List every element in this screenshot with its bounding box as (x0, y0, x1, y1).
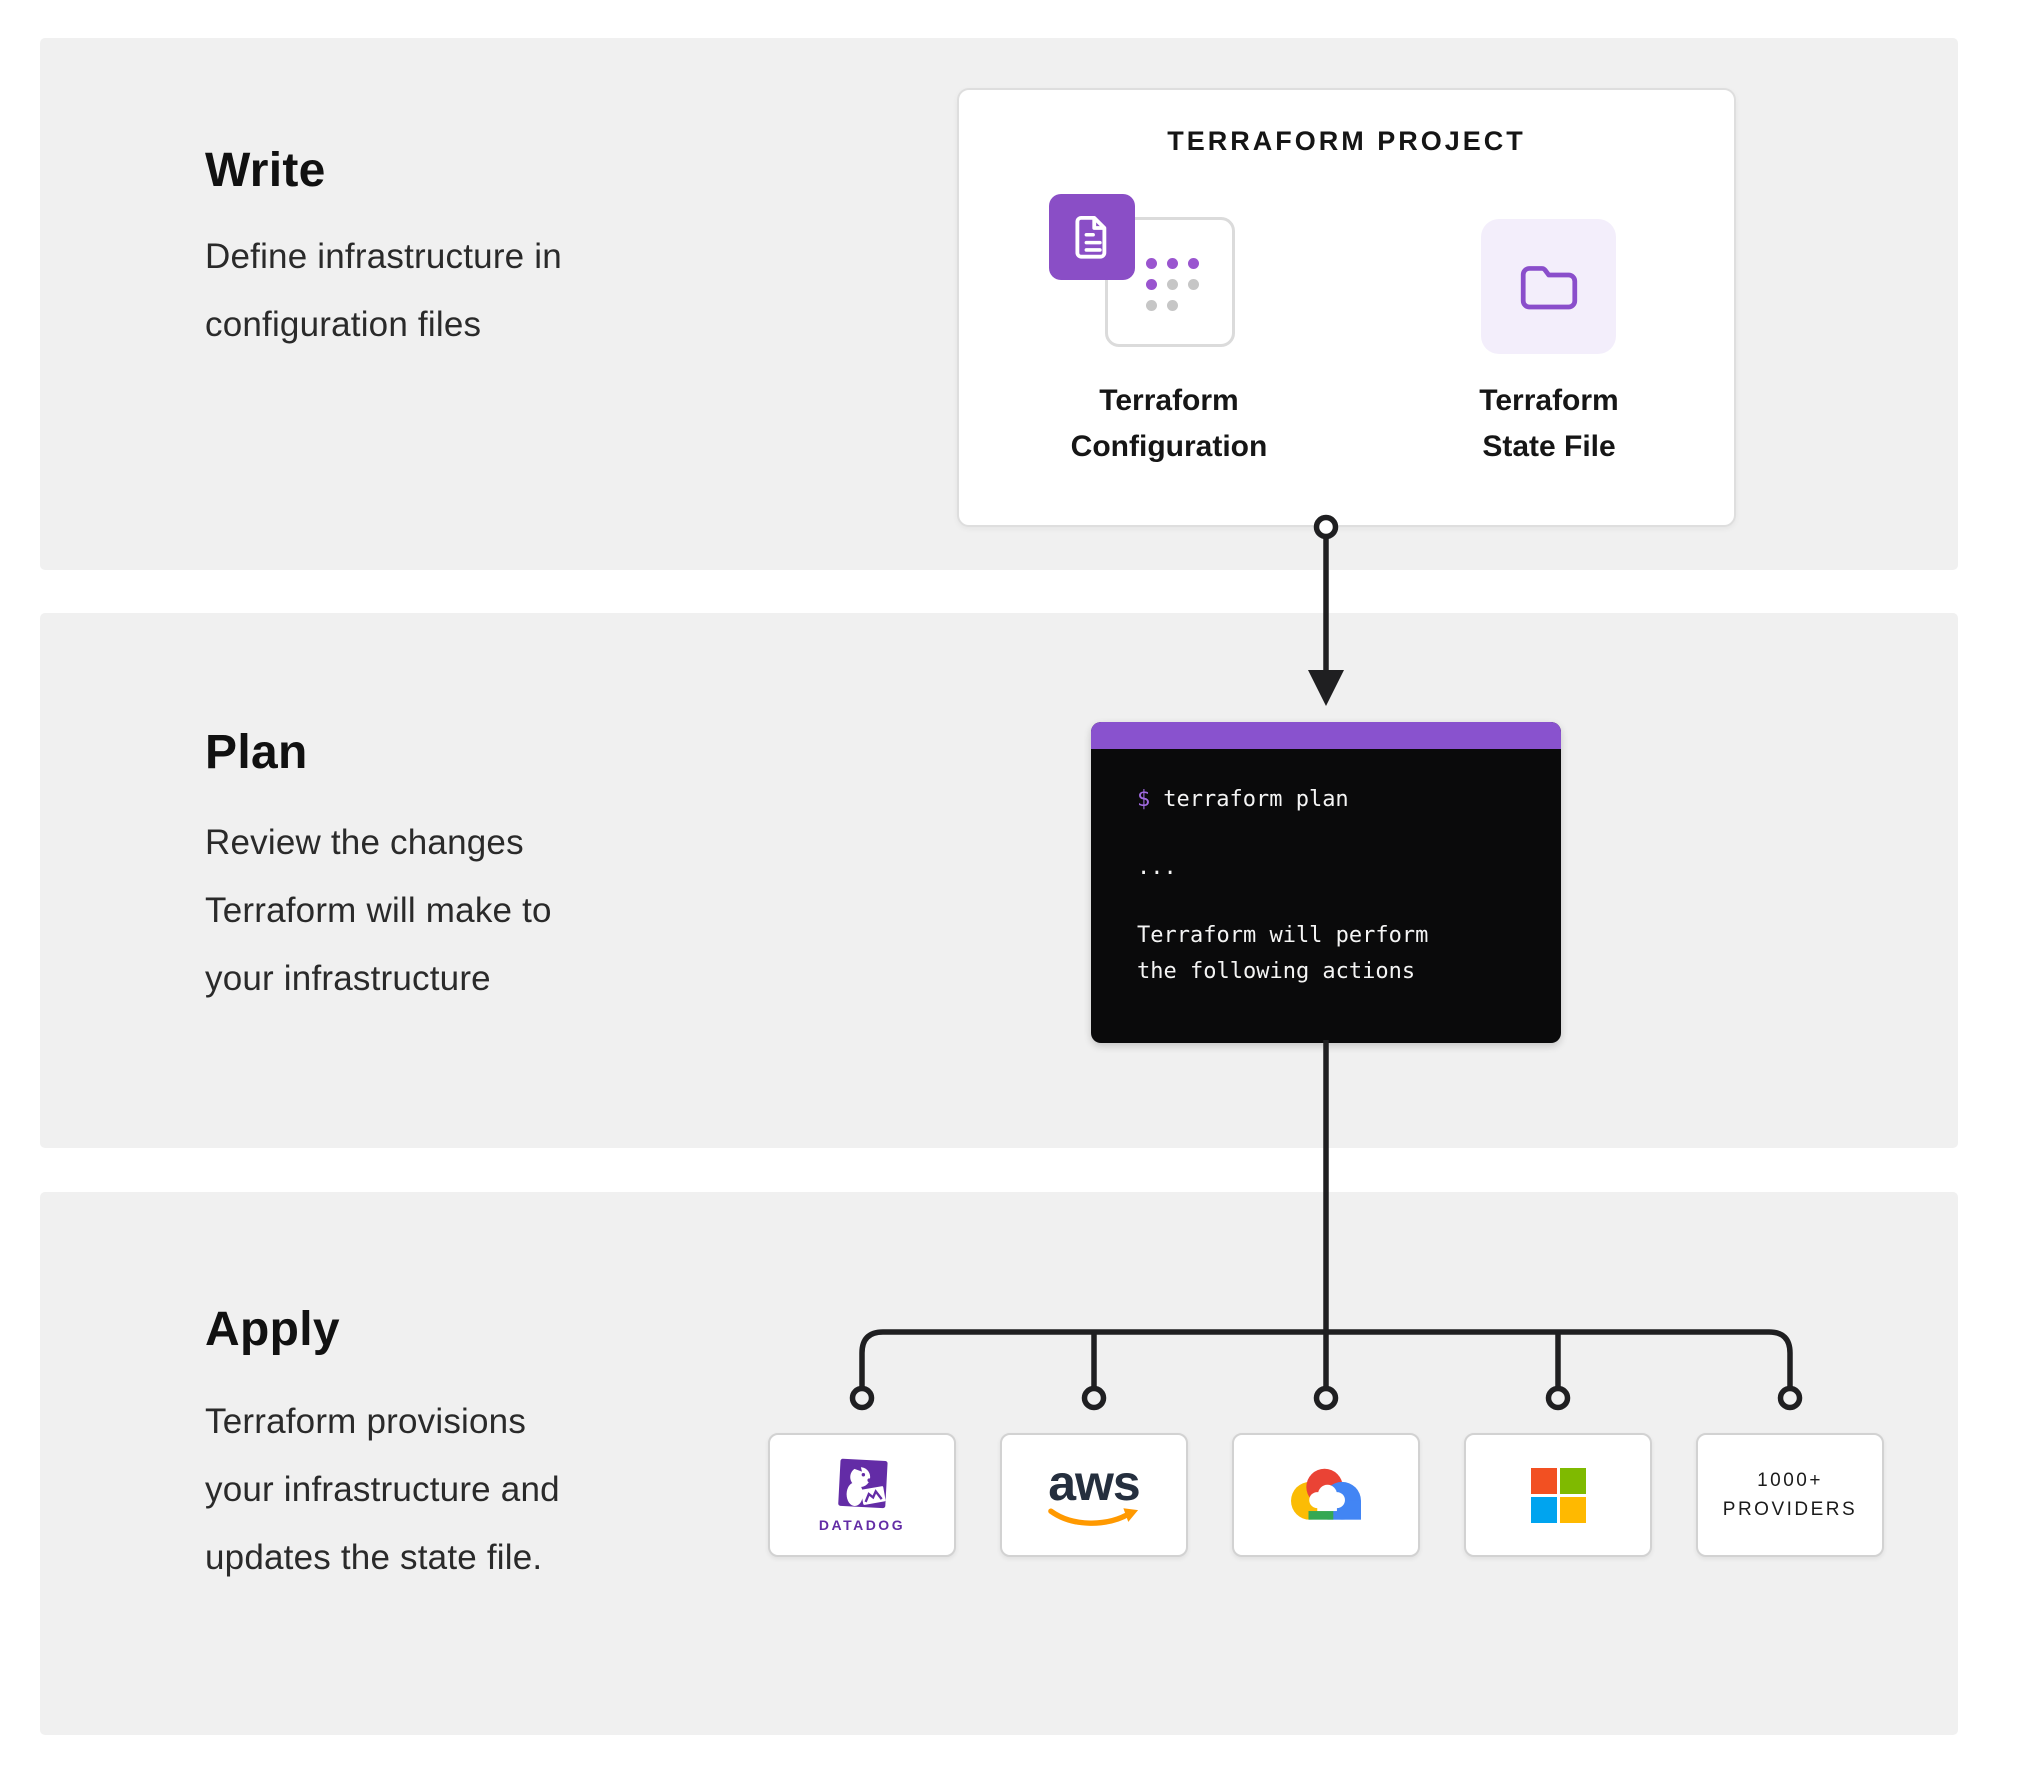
provider-card-datadog: DATADOG (768, 1433, 956, 1557)
folder-icon (1520, 265, 1577, 309)
plan-title: Plan (205, 726, 308, 779)
provider-card-1000-plus: 1000+ PROVIDERS (1696, 1433, 1884, 1557)
terminal-window: $ terraform plan ... Terraform will perfo… (1091, 722, 1561, 1043)
terminal-output-line: Terraform will perform (1137, 923, 1429, 948)
microsoft-square-yellow (1559, 1496, 1586, 1523)
microsoft-logo (1530, 1467, 1586, 1523)
provider-card-microsoft (1464, 1433, 1652, 1557)
aws-smile-icon (1048, 1508, 1139, 1526)
terminal-titlebar (1091, 722, 1561, 749)
terraform-configuration-icon (1049, 194, 1135, 280)
section-plan: Plan Review the changes Terraform will m… (40, 613, 1958, 1148)
terminal-output-line: the following actions (1137, 959, 1416, 984)
microsoft-square-blue (1530, 1496, 1557, 1523)
terraform-configuration-label: Terraform Configuration (1070, 384, 1268, 463)
document-icon (1075, 215, 1107, 259)
microsoft-square-red (1530, 1467, 1557, 1494)
provider-card-google-cloud (1232, 1433, 1420, 1557)
terminal-command: terraform plan (1163, 787, 1349, 812)
datadog-logo (838, 1458, 888, 1508)
terminal-prompt: $ (1137, 787, 1151, 812)
microsoft-square-green (1559, 1467, 1586, 1494)
google-cloud-logo (1282, 1468, 1370, 1530)
terminal-command-line: $ terraform plan (1137, 786, 1349, 814)
project-card-title: TERRAFORM PROJECT (1167, 126, 1526, 156)
datadog-wordmark: DATADOG (818, 1516, 906, 1533)
plan-description: Review the changes Terraform will make t… (205, 823, 552, 998)
terraform-project-card: TERRAFORM PROJECT Te (957, 88, 1736, 527)
apply-title: Apply (205, 1303, 340, 1356)
terminal-ellipsis: ... (1137, 855, 1177, 880)
provider-card-aws: aws (1000, 1433, 1188, 1557)
providers-word-label: PROVIDERS (1722, 1499, 1858, 1520)
write-title: Write (205, 144, 326, 197)
providers-count-label: 1000+ (1757, 1470, 1823, 1491)
aws-wordmark: aws (1048, 1455, 1141, 1511)
terraform-state-file-icon (1481, 219, 1616, 354)
apply-description: Terraform provisions your infrastructure… (205, 1402, 560, 1577)
section-apply: Apply Terraform provisions your infrastr… (40, 1192, 1958, 1735)
terraform-state-file-label: Terraform State File (1479, 384, 1619, 463)
write-description: Define infrastructure in configuration f… (205, 237, 562, 344)
